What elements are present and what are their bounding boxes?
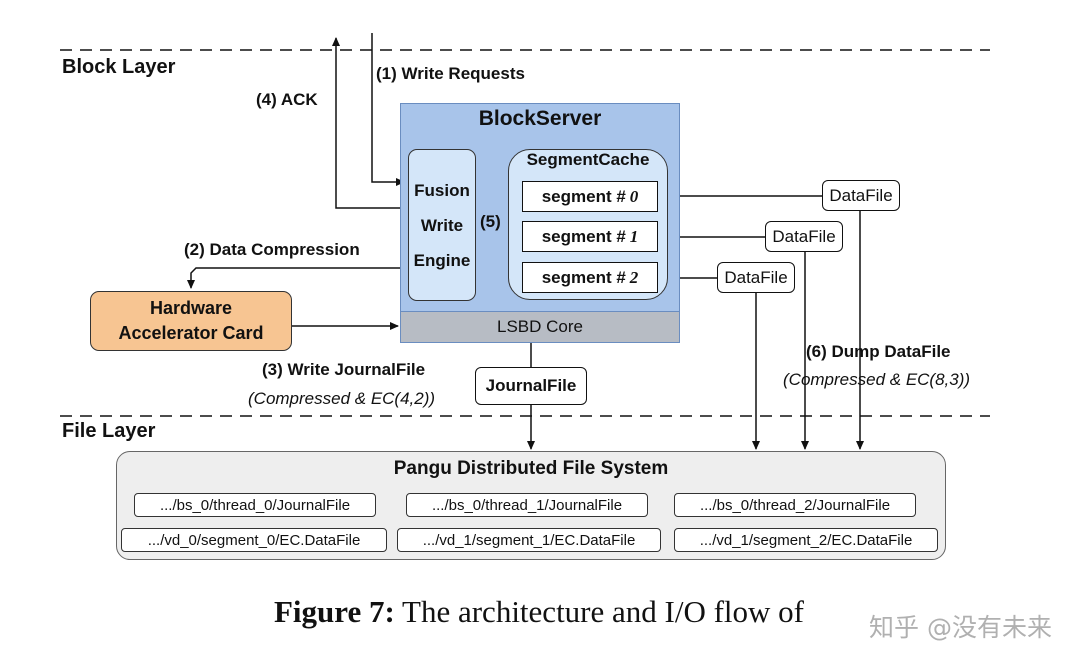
data-compression-label: (2) Data Compression: [184, 240, 360, 259]
segment-label: segment #: [541, 226, 626, 246]
segment-0-box: segment #0: [522, 181, 658, 212]
journal-path-2: .../bs_0/thread_2/JournalFile: [674, 493, 916, 517]
lsbd-core-box: LSBD Core: [400, 311, 680, 343]
watermark: 知乎 @没有未来: [869, 613, 1052, 642]
file-layer-label: File Layer: [62, 420, 156, 442]
write-requests-arrow: [371, 33, 405, 186]
fusion-write-engine-box: Fusion Write Engine: [408, 149, 476, 301]
segment-cache-title: SegmentCache: [526, 150, 650, 169]
fusion-engine-line: Write: [420, 215, 464, 235]
journal-path-0: .../bs_0/thread_0/JournalFile: [134, 493, 376, 517]
data-path-1: .../vd_1/segment_1/EC.DataFile: [397, 528, 661, 552]
step-5-label: (5): [480, 212, 501, 231]
segment-2-box: segment #2: [522, 262, 658, 293]
segment-1-box: segment #1: [522, 221, 658, 252]
ack-arrow: [332, 37, 408, 209]
journal-path-1: .../bs_0/thread_1/JournalFile: [406, 493, 648, 517]
segment-number: 2: [629, 267, 639, 287]
dump-datafile-label: (6) Dump DataFile: [806, 342, 951, 361]
data-path-2: .../vd_1/segment_2/EC.DataFile: [674, 528, 938, 552]
datafile-2-box: DataFile: [717, 262, 795, 293]
hardware-accelerator-card-box: Hardware Accelerator Card: [90, 291, 292, 351]
segment-label: segment #: [541, 186, 626, 206]
datafile-1-box: DataFile: [765, 221, 843, 252]
accelerator-line: Hardware: [149, 298, 233, 318]
accelerator-line: Accelerator Card: [118, 323, 264, 343]
blockserver-title: BlockServer: [478, 107, 602, 130]
write-journalfile-sublabel: (Compressed & EC(4,2)): [248, 389, 436, 408]
block-layer-label: Block Layer: [62, 56, 176, 78]
datafile-0-box: DataFile: [822, 180, 900, 211]
figure-number: Figure 7:: [274, 594, 395, 629]
segment-number: 0: [629, 186, 639, 206]
fusion-engine-line: Engine: [413, 250, 471, 270]
pangu-title: Pangu Distributed File System: [393, 458, 669, 479]
ack-label: (4) ACK: [256, 90, 318, 109]
write-requests-label: (1) Write Requests: [376, 64, 525, 83]
journalfile-box: JournalFile: [475, 367, 587, 405]
fusion-engine-line: Fusion: [414, 180, 470, 200]
data-path-0: .../vd_0/segment_0/EC.DataFile: [121, 528, 387, 552]
figure-caption: Figure 7: The architecture and I/O flow …: [0, 594, 1078, 630]
segment-number: 1: [629, 226, 639, 246]
segment-label: segment #: [541, 267, 626, 287]
figure-caption-text: The architecture and I/O flow of: [402, 594, 804, 629]
data-compression-arrow: [187, 267, 408, 289]
dump-datafile-sublabel: (Compressed & EC(8,3)): [783, 370, 971, 389]
write-journalfile-label: (3) Write JournalFile: [262, 360, 426, 379]
